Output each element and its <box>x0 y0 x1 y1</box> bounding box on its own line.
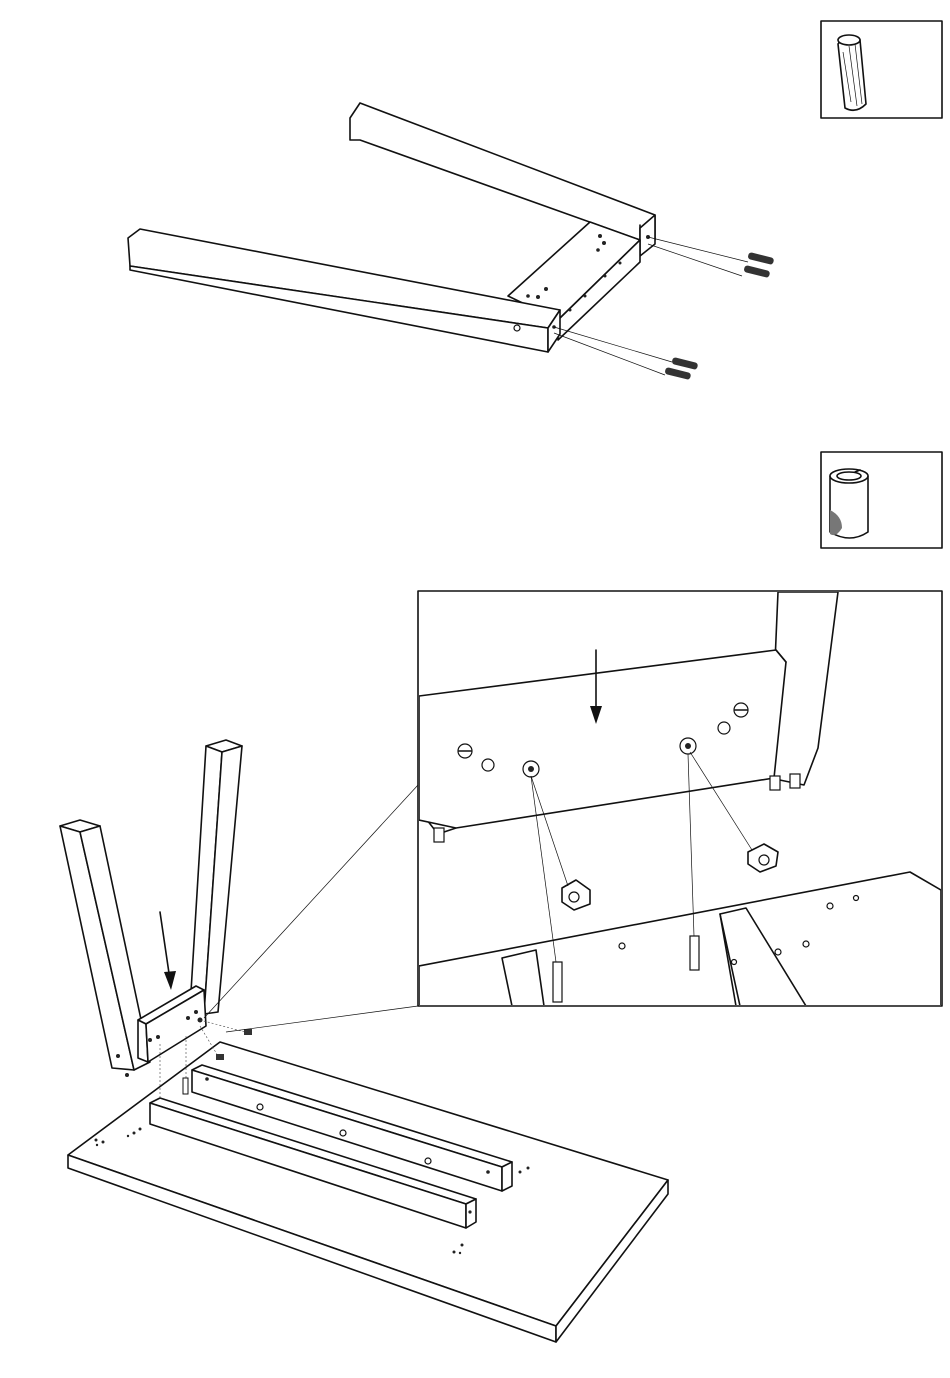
table-leg-left <box>60 820 150 1077</box>
cam-bolt-small <box>183 1078 188 1094</box>
part-callout-dowel <box>821 21 942 118</box>
dowel <box>671 357 698 370</box>
front-leg-rail <box>128 229 560 352</box>
dowel <box>664 367 691 380</box>
cam-lock-nut-icon <box>830 469 868 538</box>
table-leg-right <box>190 740 242 1014</box>
dowel <box>747 252 774 265</box>
down-arrow-icon <box>160 912 176 990</box>
cam-nut-small <box>216 1054 224 1060</box>
part-callout-cam-nut <box>821 452 942 548</box>
step-frame-assembly <box>128 103 774 380</box>
cam-nut-small <box>244 1029 252 1035</box>
detail-view <box>418 591 942 1006</box>
leg-apron-rail <box>138 986 206 1062</box>
detail-leader-lines <box>204 785 418 1032</box>
dowel <box>743 265 770 278</box>
